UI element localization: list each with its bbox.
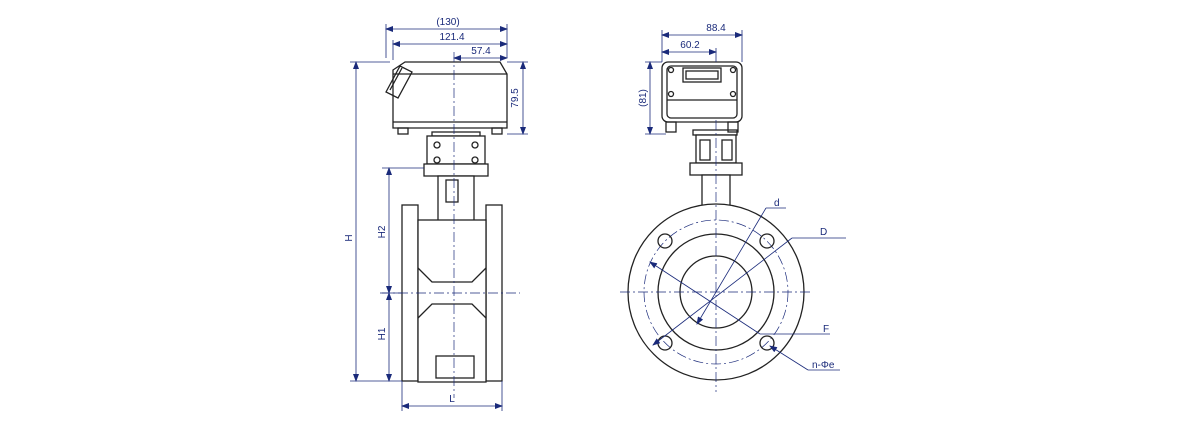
dim-width: 121.4: [392, 32, 508, 60]
dim-head-height-side-label: (81): [638, 89, 649, 107]
leader-outer-dia: D: [652, 227, 846, 346]
dim-head-height-label: 79.5: [510, 88, 521, 108]
front-view: (130) 121.4 57.4 79.5 H H2: [344, 17, 528, 411]
dim-length-label: L: [449, 394, 455, 405]
side-view: 88.4 60.2 (81) d D F: [620, 23, 846, 392]
dim-total-height-label: H: [344, 234, 355, 241]
leader-bolt-circle-label: F: [823, 324, 829, 335]
converter-head-side: [661, 61, 743, 133]
leader-bolt-circle: F: [649, 261, 830, 335]
dim-total-height: H: [344, 61, 402, 382]
dim-offset: 57.4: [453, 46, 508, 61]
dim-overall-width-label: (130): [436, 17, 459, 28]
leader-bolt-holes: n-Φe: [769, 345, 840, 371]
dim-head-height: 79.5: [507, 61, 528, 135]
dim-head-width-label: 88.4: [706, 23, 726, 34]
dim-lower-height-label: H1: [377, 327, 388, 340]
dim-half-width: 60.2: [661, 40, 717, 62]
leader-bore-label: d: [774, 198, 780, 209]
leader-bolt-holes-label: n-Φe: [812, 360, 835, 371]
dim-length: L: [401, 381, 503, 411]
dim-upper-height-label: H2: [377, 225, 388, 238]
dim-head-height-side: (81): [638, 61, 666, 135]
leader-bore: d: [696, 198, 786, 325]
dim-lower-height: H1: [377, 292, 402, 382]
dim-head-width: 88.4: [661, 23, 743, 62]
dim-half-width-label: 60.2: [680, 40, 700, 51]
converter-head-front: [385, 61, 508, 135]
dim-offset-label: 57.4: [471, 46, 491, 57]
bracket-front: [423, 131, 489, 251]
dim-width-label: 121.4: [439, 32, 464, 43]
leader-outer-dia-label: D: [820, 227, 827, 238]
flange-body-front: [401, 204, 503, 383]
dim-upper-height: H2: [377, 167, 424, 294]
